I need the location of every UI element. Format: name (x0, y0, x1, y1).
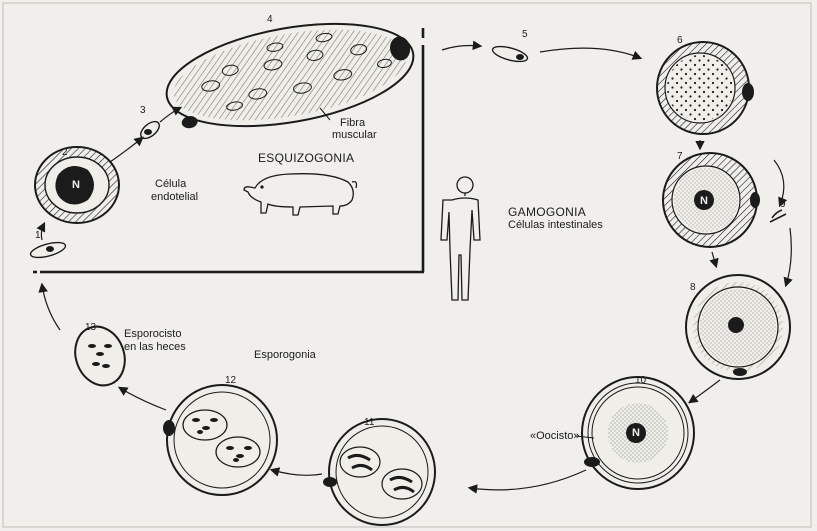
stage-number-6: 6 (677, 36, 683, 46)
stage-5-merozoite (491, 44, 529, 65)
arrow-11-12 (272, 470, 322, 475)
stage-number-2: 2 (62, 148, 68, 158)
arrow-4-5 (442, 46, 480, 51)
arrow-8-10 (690, 380, 720, 402)
stage-number-13: 13 (85, 323, 96, 333)
stage-6-cell (657, 42, 754, 134)
stage-number-8: 8 (690, 283, 696, 293)
label-oocisto: «Oocisto» (530, 430, 580, 442)
label-fibra: Fibra (340, 117, 365, 129)
arrow-3-4 (160, 108, 180, 122)
stage-number-7: 7 (677, 152, 683, 162)
label-celula: Célula (155, 178, 186, 190)
stage-number-4: 4 (267, 15, 273, 25)
stage-7-cell (663, 153, 760, 247)
stage-12-sporocysts (163, 385, 277, 495)
label-gamogonia: GAMOGONIA (508, 206, 586, 218)
arrow-1-2 (41, 224, 44, 240)
label-en-las-heces: en las heces (124, 341, 186, 353)
arrow-13-1 (42, 285, 60, 330)
stage-number-3: 3 (140, 106, 146, 116)
stage-number-12: 12 (225, 376, 236, 386)
muscle-fiber-cyst (159, 7, 422, 143)
arrow-5-6 (540, 48, 640, 58)
label-muscular: muscular (332, 129, 377, 141)
nucleus-marker-stage-2: N (72, 179, 80, 191)
nucleus-marker-stage-7: N (700, 195, 708, 207)
label-endotelial: endotelial (151, 191, 198, 203)
arrow-12-13 (120, 388, 166, 410)
label-celulas-intestinales: Células intestinales (508, 219, 603, 231)
stage-number-11: 11 (364, 418, 374, 428)
stage-9-microgamete (770, 210, 786, 222)
arrow-10-11 (470, 470, 586, 490)
label-esporocisto: Esporocisto (124, 328, 181, 340)
arrow-2-3 (110, 138, 142, 162)
arrow-9-8 (786, 228, 791, 285)
human-figure (441, 177, 480, 300)
stage-number-5: 5 (522, 30, 528, 40)
label-esporogonia: Esporogonia (254, 349, 316, 361)
stage-1-sporozoite (29, 240, 67, 261)
stage-8-macrogamete (686, 275, 790, 379)
stage-number-10: 10 (635, 376, 646, 386)
arrow-7-8 (712, 252, 716, 266)
stage-11-sporulating-oocyst (323, 419, 435, 525)
stage-number-9: 9 (780, 200, 786, 210)
pig-illustration (244, 174, 357, 215)
stage-number-1: 1 (35, 231, 41, 241)
nucleus-marker-stage-10: N (632, 427, 640, 439)
stage-13-sporocyst (67, 320, 133, 393)
label-esquizogonia: ESQUIZOGONIA (258, 152, 354, 164)
